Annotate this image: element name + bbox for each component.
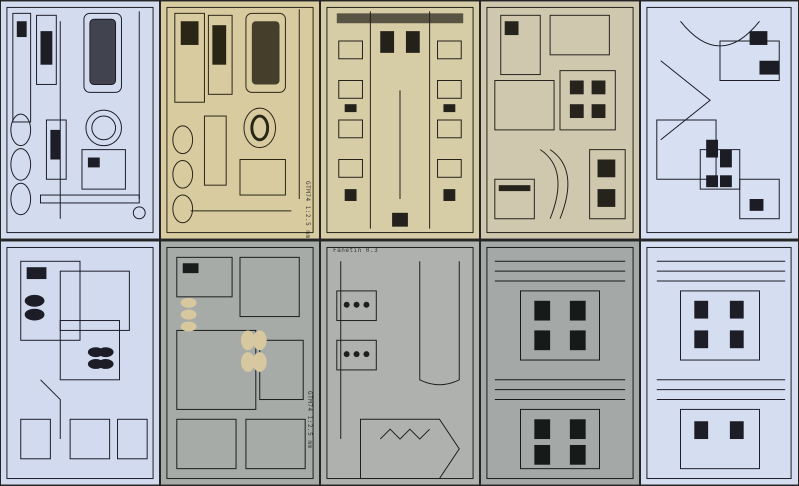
fret-sheet-2-art bbox=[161, 1, 319, 239]
fret-sheet-3-art bbox=[321, 1, 479, 239]
fret-sheet-9 bbox=[480, 240, 640, 486]
fret-sheet-6 bbox=[0, 240, 160, 486]
fret-sheet-1-art bbox=[1, 1, 159, 239]
fret-sheet-10-art bbox=[641, 241, 798, 485]
fret-sheet-8-art bbox=[321, 241, 479, 485]
fret-sheet-10 bbox=[640, 240, 799, 486]
fret-sheet-4-art bbox=[481, 1, 639, 239]
fret-sheet-7-art bbox=[161, 241, 319, 485]
fret-sheet-2: GTM74 1:2.5 mm bbox=[160, 0, 320, 240]
sheet-label: GTM74 1:2.5 mm bbox=[304, 181, 311, 239]
fret-sheet-6-art bbox=[1, 241, 159, 485]
fret-sheet-4 bbox=[480, 0, 640, 240]
sheet-label: GTM74 1:2.5 mm bbox=[306, 391, 313, 449]
fret-sheet-9-art bbox=[481, 241, 639, 485]
fret-sheet-1 bbox=[0, 0, 160, 240]
sheet-label: Fanetin 0.3 bbox=[333, 247, 379, 254]
fret-sheet-8: Fanetin 0.3 bbox=[320, 240, 480, 486]
fret-sheet-5 bbox=[640, 0, 799, 240]
fret-sheet-5-art bbox=[641, 1, 798, 239]
fret-sheet-7: GTM74 1:2.5 mm bbox=[160, 240, 320, 486]
fret-sheet-3 bbox=[320, 0, 480, 240]
